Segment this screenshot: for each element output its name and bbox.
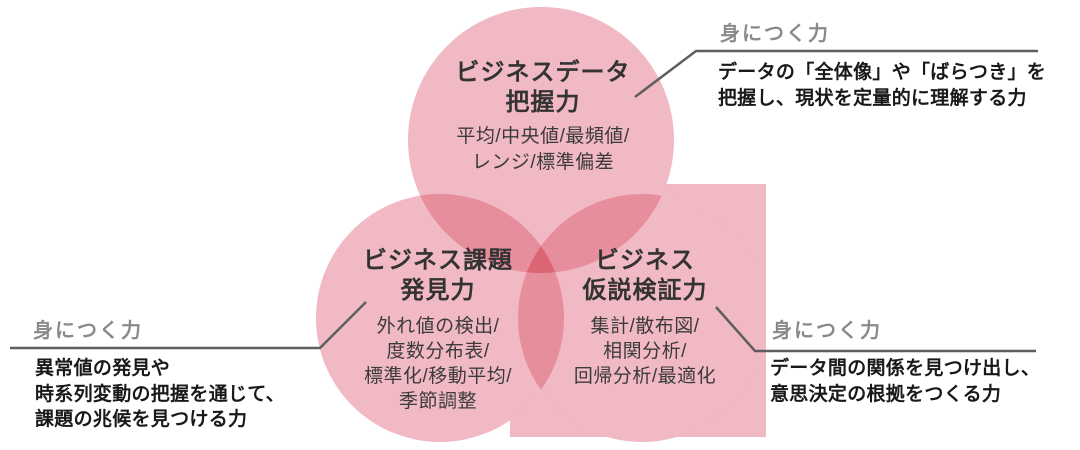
callout-label: 身につく力 — [720, 23, 830, 45]
callout-body: データ間の関係を見つけ出し、 意思決定の根拠をつくる力 — [770, 356, 1040, 407]
overlap-top-right — [518, 194, 674, 273]
right-circle-title-line1: ビジネス — [595, 247, 695, 274]
callout-body: 異常値の発見や 時系列変動の把握を通じて、 課題の兆候を見つける力 — [35, 356, 285, 433]
skill-line: 度数分布表/ — [386, 341, 490, 362]
callout-body-line: 時系列変動の把握を通じて、 — [35, 383, 285, 405]
right-circle-skills: 集計/散布図/ 相関分析/ 回帰分析/最適化 — [574, 314, 716, 389]
skill-line: 季節調整 — [398, 391, 477, 412]
skill-line: 標準化/移動平均/ — [363, 366, 513, 387]
left-circle-title-line2: 発見力 — [400, 277, 476, 304]
right-circle-title-line2: 仮説検証力 — [582, 277, 708, 304]
right-circle-title: ビジネス 仮説検証力 — [583, 246, 708, 306]
left-circle-title-line1: ビジネス課題 — [363, 247, 513, 274]
top-circle-title: ビジネスデータ 把握力 — [456, 58, 631, 118]
callout-line-bottom-left — [10, 301, 367, 350]
callout-label: 身につく力 — [33, 320, 143, 342]
skill-line: 外れ値の検出/ — [376, 316, 500, 337]
callout-body-line: 把握し、現状を定量的に理解する力 — [718, 87, 1027, 109]
callout-line-top-right — [634, 49, 1038, 98]
callout-line-bottom-right — [715, 306, 1036, 353]
skill-line: 集計/散布図/ — [590, 316, 700, 337]
callout-body-line: データ間の関係を見つけ出し、 — [770, 358, 1041, 379]
callout-label: 身につく力 — [772, 320, 882, 342]
top-circle-title-line1: ビジネスデータ — [455, 59, 631, 86]
skill-line: レンジ/標準偏差 — [471, 152, 615, 173]
left-circle-title: ビジネス課題 発見力 — [363, 246, 513, 306]
callout-body-line: データの「全体像」や「ばらつき」を — [718, 62, 1047, 83]
callout-body-line: 意思決定の根拠をつくる力 — [770, 383, 1002, 405]
left-circle-skills: 外れ値の検出/ 度数分布表/ 標準化/移動平均/ 季節調整 — [364, 314, 512, 414]
skill-line: 平均/中央値/最頻値/ — [456, 126, 630, 147]
callout-body: データの「全体像」や「ばらつき」を 把握し、現状を定量的に理解する力 — [718, 60, 1046, 111]
top-circle-title-line2: 把握力 — [505, 89, 581, 116]
top-circle-skills: 平均/中央値/最頻値/ レンジ/標準偏差 — [456, 124, 629, 176]
skill-line: 回帰分析/最適化 — [573, 366, 717, 387]
skill-line: 相関分析/ — [603, 341, 687, 362]
overlap-top-left — [408, 194, 564, 273]
callout-body-line: 異常値の発見や — [35, 358, 171, 379]
callout-body-line: 課題の兆候を見つける力 — [35, 409, 248, 430]
